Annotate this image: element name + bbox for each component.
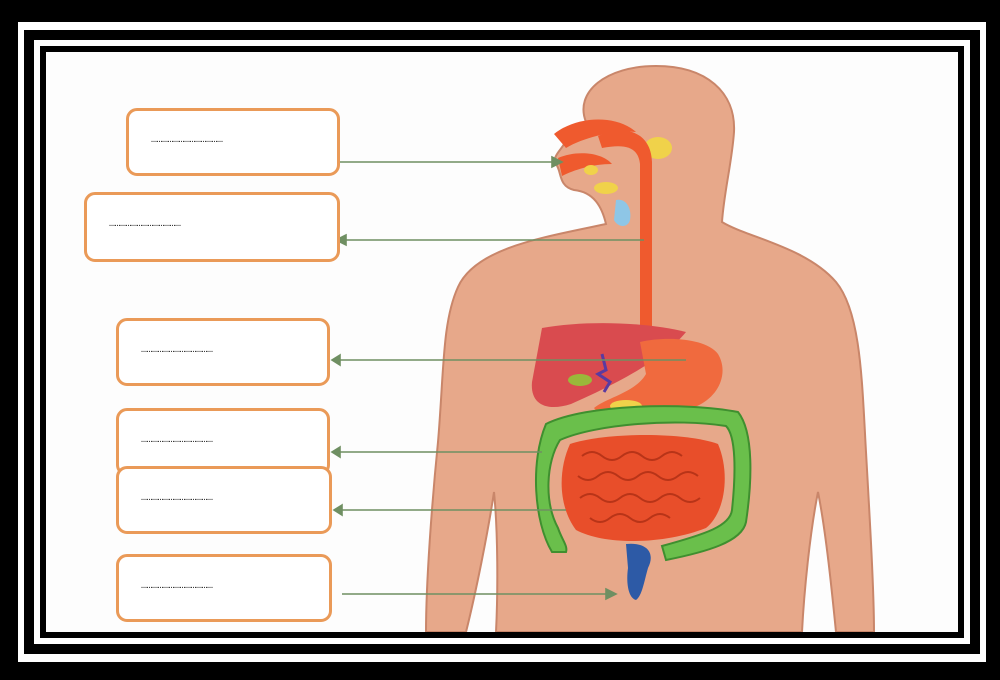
salivary-gland-small bbox=[584, 165, 598, 175]
label-box-esophagus[interactable]: ………………………………… bbox=[84, 192, 340, 262]
label-text-large-intestine: ………………………………… bbox=[141, 435, 213, 447]
label-text-small-intestine: ………………………………… bbox=[141, 493, 213, 505]
small-intestine bbox=[562, 435, 725, 541]
arrow-stomach-head bbox=[332, 355, 340, 365]
label-box-small-intestine[interactable]: ………………………………… bbox=[116, 466, 332, 534]
arrow-large-intestine-head bbox=[332, 447, 340, 457]
label-box-mouth[interactable]: ………………………………… bbox=[126, 108, 340, 176]
label-box-rectum[interactable]: ………………………………… bbox=[116, 554, 332, 622]
arrow-small-intestine-head bbox=[334, 505, 342, 515]
worksheet-canvas: ………………………………… ………………………………… ………………………………… bbox=[46, 52, 958, 632]
label-text-stomach: ………………………………… bbox=[141, 345, 213, 357]
label-text-rectum: ………………………………… bbox=[141, 581, 213, 593]
label-box-stomach[interactable]: ………………………………… bbox=[116, 318, 330, 386]
label-text-mouth: ………………………………… bbox=[151, 135, 223, 147]
label-text-esophagus: ………………………………… bbox=[109, 219, 181, 231]
salivary-gland-lower bbox=[594, 182, 618, 194]
gallbladder bbox=[568, 374, 592, 386]
